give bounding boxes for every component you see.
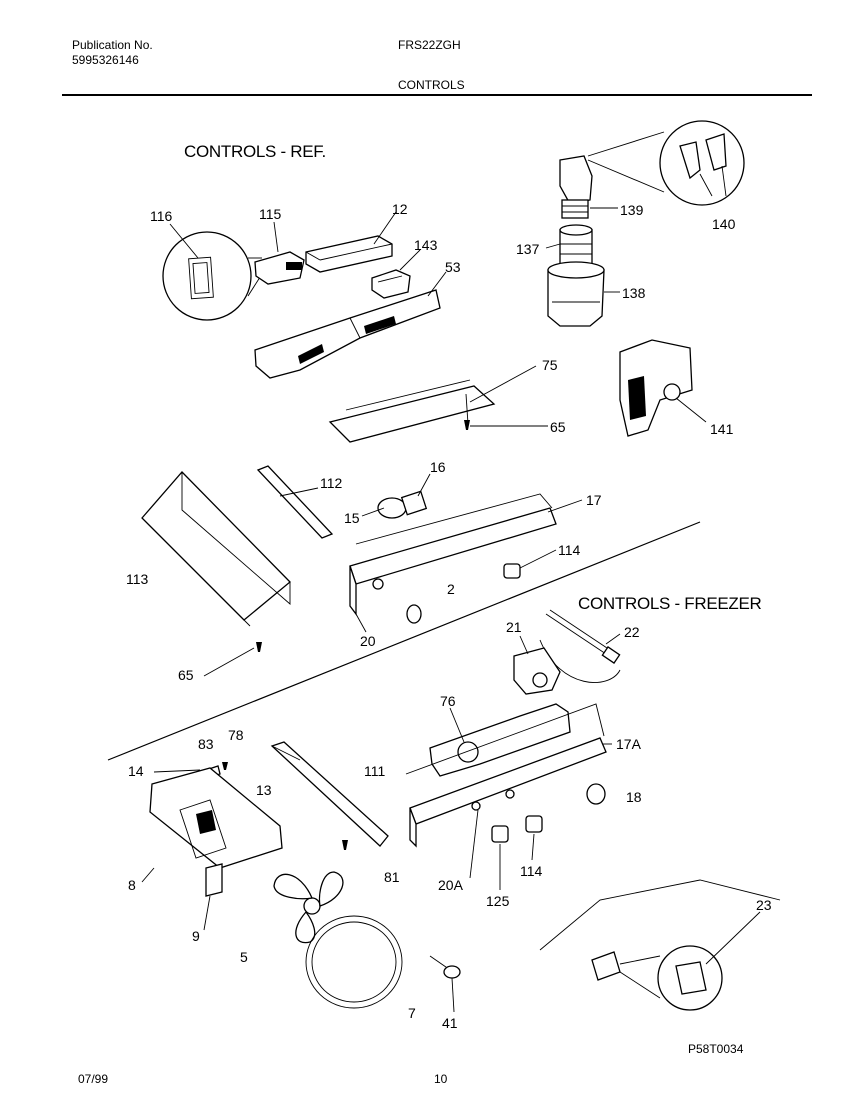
callout-17: 17 bbox=[586, 492, 602, 508]
section-title-ref: CONTROLS - REF. bbox=[184, 142, 326, 161]
callout-15: 15 bbox=[344, 510, 360, 526]
callout-12: 12 bbox=[392, 201, 408, 217]
callout-115: 115 bbox=[259, 206, 282, 222]
callout-20: 20 bbox=[360, 633, 376, 649]
part-113-tray bbox=[141, 471, 291, 627]
section-divider-line bbox=[107, 521, 701, 761]
callout-17A: 17A bbox=[616, 736, 642, 752]
part-140-detail-circle bbox=[587, 120, 745, 206]
leader-lines bbox=[141, 165, 761, 1013]
callout-83: 83 bbox=[198, 736, 214, 752]
callout-113: 113 bbox=[126, 571, 149, 587]
page-number: 10 bbox=[434, 1072, 448, 1086]
callout-13: 13 bbox=[256, 782, 272, 798]
part-76-housing bbox=[429, 703, 571, 777]
callout-143: 143 bbox=[414, 237, 438, 253]
part-143-clip bbox=[371, 269, 411, 299]
callout-8: 8 bbox=[128, 877, 136, 893]
callout-22: 22 bbox=[624, 624, 640, 640]
part-16-socket bbox=[400, 490, 428, 516]
part-125-knob bbox=[491, 825, 509, 843]
callout-14: 14 bbox=[128, 763, 144, 779]
part-65-screw-lower bbox=[256, 642, 262, 652]
callout-65-lower: 65 bbox=[178, 667, 194, 683]
callout-114-ref: 114 bbox=[558, 542, 581, 558]
part-112-strip bbox=[256, 465, 334, 539]
part-116-detail-circle bbox=[162, 231, 263, 321]
callout-16: 16 bbox=[430, 459, 446, 475]
part-53-housing bbox=[254, 289, 441, 379]
part-141-valve bbox=[619, 339, 693, 437]
callout-7: 7 bbox=[408, 1005, 416, 1021]
part-5-fan-blade bbox=[273, 871, 344, 944]
callout-65-upper: 65 bbox=[550, 419, 566, 435]
callout-75: 75 bbox=[542, 357, 558, 373]
callout-81: 81 bbox=[384, 869, 400, 885]
part-41-grommet bbox=[429, 955, 461, 979]
callout-labels: 116 115 12 143 53 139 140 137 138 75 65 … bbox=[126, 201, 772, 1031]
part-78-screw bbox=[222, 762, 228, 770]
part-15-lamp bbox=[377, 497, 407, 519]
part-139-filter-head bbox=[559, 155, 593, 219]
part-9-bracket-foot bbox=[205, 863, 223, 897]
callout-112: 112 bbox=[320, 475, 343, 491]
callout-116: 116 bbox=[150, 208, 173, 224]
part-7-fan-shroud bbox=[305, 915, 403, 1009]
part-115-bracket bbox=[254, 251, 305, 285]
callout-2: 2 bbox=[447, 581, 455, 597]
footer-date: 07/99 bbox=[78, 1072, 109, 1086]
publication-number: 5995326146 bbox=[72, 53, 139, 67]
callout-141: 141 bbox=[710, 421, 734, 437]
part-114-knob-freezer bbox=[525, 815, 543, 833]
callout-9: 9 bbox=[192, 928, 200, 944]
callout-139: 139 bbox=[620, 202, 644, 218]
part-114-knob-ref bbox=[503, 563, 521, 579]
part-81-screw bbox=[342, 840, 348, 850]
callout-140: 140 bbox=[712, 216, 736, 232]
part-21-thermostat bbox=[513, 647, 561, 695]
callout-21: 21 bbox=[506, 619, 522, 635]
callout-20A: 20A bbox=[438, 877, 464, 893]
callout-53: 53 bbox=[445, 259, 461, 275]
part-12-cover bbox=[305, 235, 393, 273]
page-section-title: CONTROLS bbox=[398, 78, 465, 92]
part-65-screw-upper bbox=[464, 420, 470, 430]
part-23-switch bbox=[539, 879, 781, 1011]
callout-138: 138 bbox=[622, 285, 646, 301]
part-17A-control-panel bbox=[405, 703, 607, 848]
model-number: FRS22ZGH bbox=[398, 38, 461, 52]
callout-137: 137 bbox=[516, 241, 540, 257]
part-138-filter-bowl bbox=[547, 261, 605, 327]
callout-114-freezer: 114 bbox=[520, 863, 543, 879]
callout-18: 18 bbox=[626, 789, 642, 805]
callout-78: 78 bbox=[228, 727, 244, 743]
drawing-id: P58T0034 bbox=[688, 1042, 744, 1056]
part-75-plate bbox=[328, 379, 496, 443]
part-17-control-panel bbox=[349, 493, 557, 624]
section-title-freezer: CONTROLS - FREEZER bbox=[578, 594, 762, 613]
part-137-filter-cartridge bbox=[559, 224, 593, 267]
publication-label: Publication No. bbox=[72, 38, 153, 52]
callout-41: 41 bbox=[442, 1015, 458, 1031]
part-18-knob bbox=[586, 783, 606, 805]
part-111-bracket-arm bbox=[270, 741, 389, 847]
callout-125: 125 bbox=[486, 893, 510, 909]
callout-111: 111 bbox=[364, 763, 385, 779]
callout-76: 76 bbox=[440, 693, 456, 709]
header-rule bbox=[62, 94, 812, 96]
part-13-motor-bracket bbox=[149, 767, 283, 869]
callout-5: 5 bbox=[240, 949, 248, 965]
callout-23: 23 bbox=[756, 897, 772, 913]
